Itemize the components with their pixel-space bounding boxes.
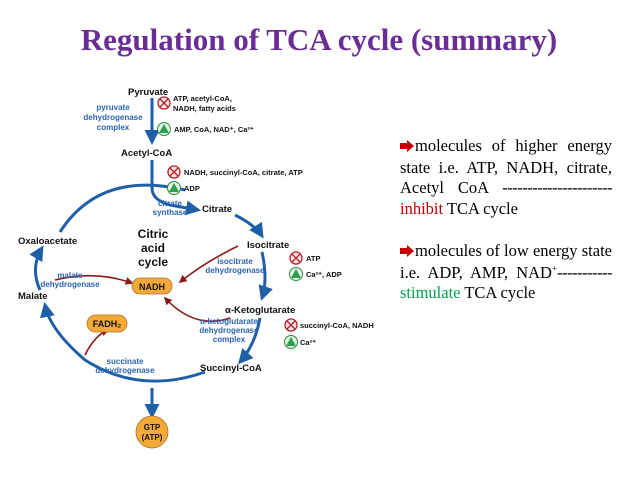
pdh-inhibitors-1: ATP, acetyl-CoA, [173,94,232,103]
pdh-enzyme-1: pyruvate [96,103,130,112]
malate-label: Malate [18,291,48,302]
stimulate-word: stimulate [400,283,461,302]
succ-fadh-arrow [84,328,110,356]
idh-enzyme-1: isocitrate [217,257,253,266]
succinylcoa-to-malate-arc [40,302,206,383]
pdh-activate-icon [157,122,171,136]
bullet-1-dashes: ---------------------- [502,178,612,197]
pdh-enzyme-3: complex [97,123,130,132]
mdh-enzyme-1: malate [57,271,83,280]
pdh-inhibitors-2: NADH, fatty acids [173,104,236,113]
center-label-2: acid [141,241,165,255]
akg-activators: Ca²⁺ [300,338,316,347]
nadh-label: NADH [139,282,165,292]
bullet-arrow-icon [400,137,415,158]
fadh2-box: FADH₂ [86,314,128,333]
bullet-arrow-icon [400,242,415,263]
idh-inhibit-icon [289,251,303,265]
bullet-2-sup: + [551,263,558,273]
summary-bullets: molecules of higher energy state i.e. AT… [400,136,612,326]
pyruvate-label: Pyruvate [128,87,168,98]
bullet-2-text: molecules of low energy state i.e. ADP, … [400,241,612,282]
bullet-1-text: molecules of higher energy state i.e. AT… [400,136,612,197]
akg-enzyme-1: α-ketoglutarate [200,317,258,326]
cs-inhibitors: NADH, succinyl-CoA, citrate, ATP [184,168,303,177]
gtp-label-1: GTP [144,423,161,432]
citrate-label: Citrate [202,204,232,215]
akg-enzyme-2: dehydrogenase [199,326,259,335]
isocitrate-to-akg-arrow [258,251,273,301]
nadh-fadh-arrows [54,245,239,356]
idh-inhibitors: ATP [306,254,320,263]
cycle-top-arc [58,183,186,233]
cs-activate-icon [167,181,181,195]
nadh-box: NADH [131,277,173,295]
fadh2-label: FADH₂ [93,319,122,329]
alpha-ketoglutarate-label: α-Ketoglutarate [225,305,295,316]
gtp-circle: GTP (ATP) [135,415,169,449]
akg-inhibitors: succinyl-CoA, NADH [300,321,374,330]
slide-title: Regulation of TCA cycle (summary) [80,22,558,57]
sdh-enzyme-1: succinate [107,357,144,366]
pdh-activators: AMP, CoA, NAD⁺, Ca²⁺ [174,125,254,134]
oxaloacetate-label: Oxaloacetate [18,236,77,247]
bullet-low-energy: molecules of low energy state i.e. ADP, … [400,241,612,304]
bullet-2-dashes: ----------- [557,262,612,282]
bullet-1-tail: TCA cycle [443,198,518,218]
cs-activators: ADP [184,184,200,193]
cycle-arrows [29,98,273,419]
succinylcoa-label: Succinyl-CoA [200,363,262,374]
bullet-2-tail: TCA cycle [460,283,536,302]
cs-inhibit-icon [167,165,181,179]
akg-nadh-arrow [163,296,231,322]
idh-enzyme-2: dehydrogenase [205,266,265,275]
citrate-to-isocitrate-arrow [234,213,264,239]
akg-activate-icon [284,335,298,349]
mdh-enzyme-2: dehydrogenase [40,280,100,289]
acetylcoa-label: Acetyl-CoA [121,148,172,159]
akg-inhibit-icon [284,318,298,332]
cs-enzyme-1: citrate [158,199,183,208]
pdh-enzyme-2: dehydrogenase [83,113,143,122]
akg-to-succinylcoa-arrow [238,317,262,365]
bullet-high-energy: molecules of higher energy state i.e. AT… [400,136,612,219]
idh-nadh-arrow [178,245,239,283]
center-label-1: Citric [138,227,169,241]
inhibit-word: inhibit [400,198,444,218]
gtp-label-2: (ATP) [142,433,163,442]
idh-activators: Ca²⁺, ADP [306,270,342,279]
idh-activate-icon [289,267,303,281]
sdh-enzyme-2: dehydrogenase [95,366,155,375]
center-label-3: cycle [138,255,168,269]
malate-to-oxaloacetate-arrow [29,245,44,291]
cs-enzyme-2: synthase [153,208,188,217]
pdh-inhibit-icon [157,96,171,110]
isocitrate-label: Isocitrate [247,240,289,251]
akg-enzyme-3: complex [213,335,246,344]
acetylcoa-to-citrate-arrow [150,160,201,216]
malate-nadh-arrow [54,274,134,285]
